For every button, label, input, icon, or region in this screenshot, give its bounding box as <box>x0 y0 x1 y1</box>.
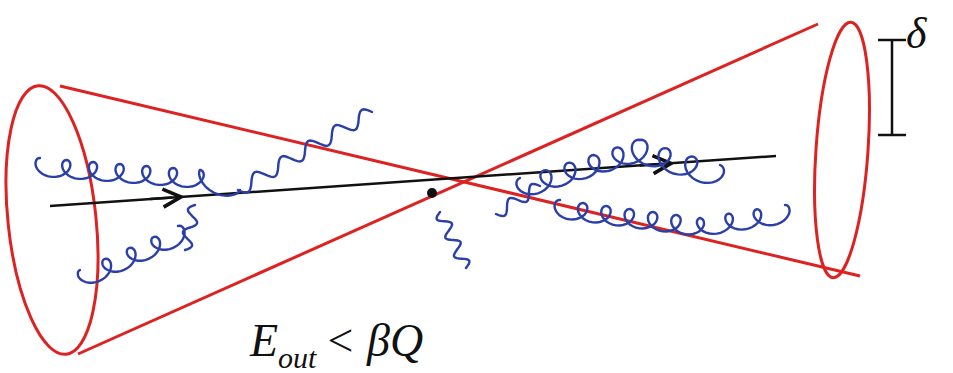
gluon <box>78 226 185 283</box>
gluon <box>516 140 647 195</box>
energy-condition: Eout< βQ <box>250 318 423 364</box>
cone-outlines <box>0 20 877 358</box>
energy-symbol: E <box>250 315 278 366</box>
quark-line <box>50 156 776 206</box>
vertex-dot <box>427 188 437 198</box>
gluon <box>496 184 540 216</box>
gluon <box>183 205 197 250</box>
energy-subscript: out <box>278 341 316 373</box>
gluon-lines <box>36 109 790 282</box>
gluon <box>437 212 470 268</box>
cone-size-label: δ <box>906 12 926 56</box>
size-bracket <box>878 40 906 135</box>
delta-symbol: δ <box>906 9 926 58</box>
gluon <box>36 158 204 187</box>
gluon <box>632 140 724 183</box>
gluon <box>555 200 705 235</box>
energy-bound: < βQ <box>324 315 423 366</box>
gluon <box>238 109 372 192</box>
gluon <box>199 170 240 196</box>
gluon <box>697 205 790 234</box>
